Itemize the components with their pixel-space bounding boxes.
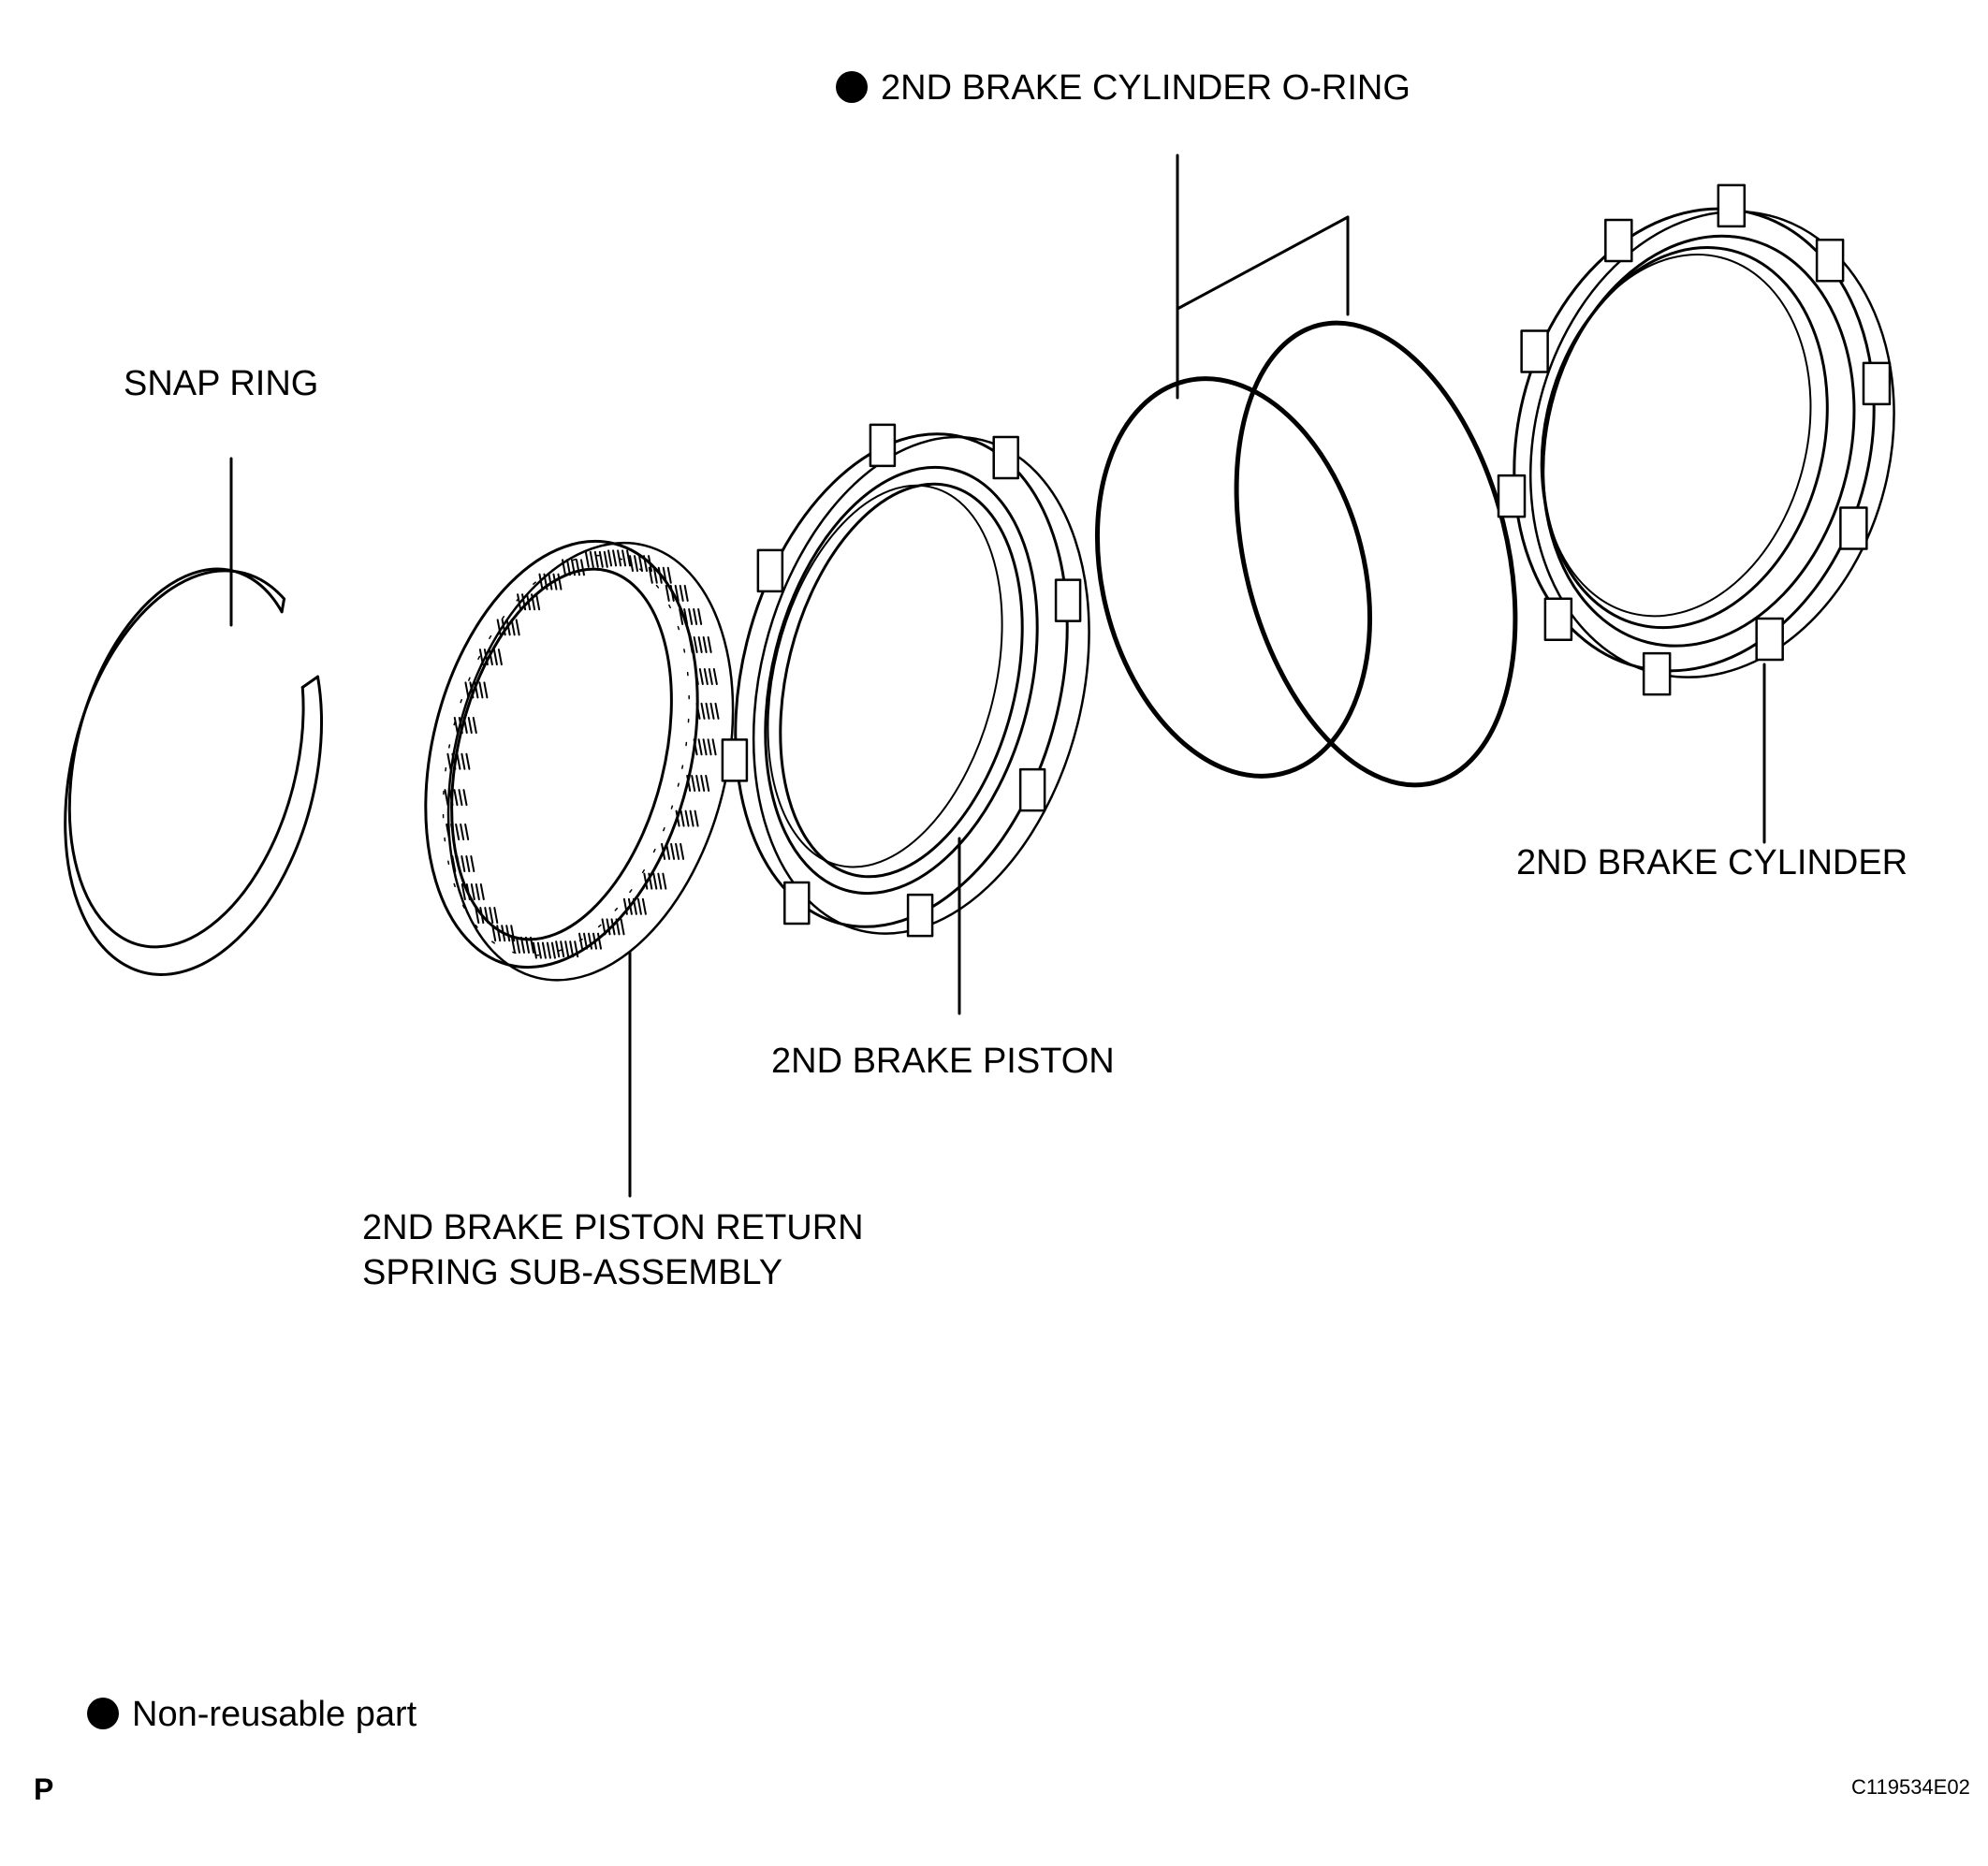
brake-cylinder-label: 2ND BRAKE CYLINDER [1516,843,1908,882]
cylinder-tabs [1497,183,1892,696]
o-ring-label-text: 2ND BRAKE CYLINDER O-RING [881,68,1411,108]
figure-id: C119534E02 [1851,1775,1970,1799]
non-reusable-marker-icon [836,71,868,103]
legend-non-reusable: Non-reusable part [87,1692,417,1737]
legend-marker-icon [87,1698,119,1729]
snap-ring-label: SNAP RING [124,364,319,403]
snap-ring-drawing [64,567,323,976]
page-code: P [34,1772,54,1806]
return-spring-drawing [424,539,735,982]
coil-springs [444,549,720,959]
leader-lines [229,153,1766,1198]
o-ring-label: 2ND BRAKE CYLINDER O-RING [836,66,1411,110]
return-spring-label: 2ND BRAKE PISTON RETURN SPRING SUB-ASSEM… [362,1205,864,1295]
brake-piston-label: 2ND BRAKE PISTON [771,1042,1115,1081]
brake-cylinder-drawing [1497,183,1895,696]
return-spring-label-line2: SPRING SUB-ASSEMBLY [362,1253,783,1292]
o-rings-drawing [1094,320,1518,788]
return-spring-label-line1: 2ND BRAKE PISTON RETURN [362,1208,864,1247]
legend-text: Non-reusable part [132,1695,417,1734]
brake-piston-drawing [721,423,1090,938]
piston-tabs [721,423,1082,938]
